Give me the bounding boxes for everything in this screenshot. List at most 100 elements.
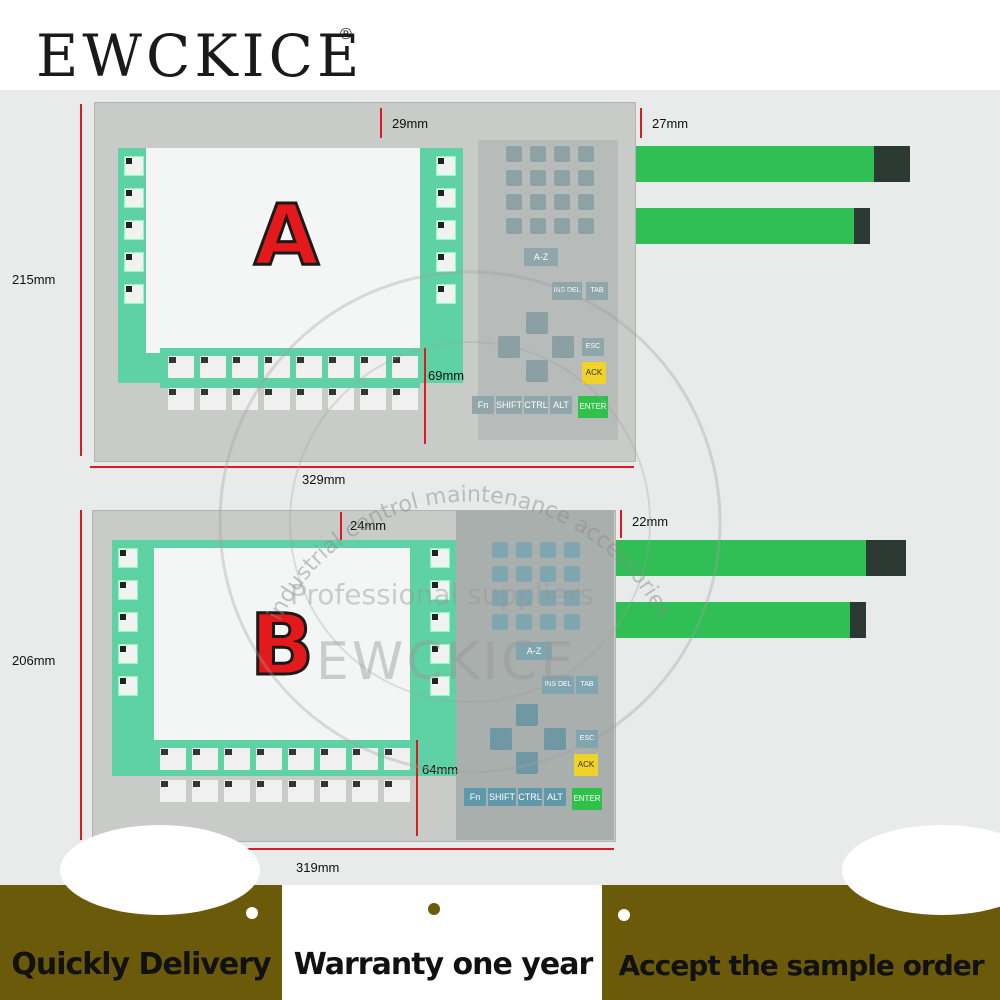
num-key[interactable] bbox=[564, 590, 580, 606]
num-key[interactable] bbox=[578, 170, 594, 186]
side-key[interactable] bbox=[430, 612, 450, 632]
function-key[interactable] bbox=[160, 748, 186, 770]
function-key[interactable] bbox=[296, 388, 322, 410]
side-key[interactable] bbox=[118, 612, 138, 632]
shift-key[interactable]: SHIFT bbox=[496, 396, 522, 414]
num-key[interactable] bbox=[506, 146, 522, 162]
num-key[interactable] bbox=[564, 566, 580, 582]
function-key[interactable] bbox=[232, 388, 258, 410]
side-key[interactable] bbox=[436, 188, 456, 208]
side-key[interactable] bbox=[124, 252, 144, 272]
ins-del-key[interactable]: INS DEL bbox=[552, 282, 582, 300]
arrow-up-key[interactable] bbox=[516, 704, 538, 726]
function-key[interactable] bbox=[168, 388, 194, 410]
function-key[interactable] bbox=[200, 356, 226, 378]
num-key[interactable] bbox=[578, 218, 594, 234]
function-key[interactable] bbox=[256, 748, 282, 770]
arrow-right-key[interactable] bbox=[544, 728, 566, 750]
function-key[interactable] bbox=[384, 780, 410, 802]
num-key[interactable] bbox=[578, 146, 594, 162]
shift-key[interactable]: SHIFT bbox=[488, 788, 516, 806]
function-key[interactable] bbox=[352, 748, 378, 770]
num-key[interactable] bbox=[564, 542, 580, 558]
function-key[interactable] bbox=[320, 748, 346, 770]
function-key[interactable] bbox=[328, 388, 354, 410]
side-key[interactable] bbox=[118, 676, 138, 696]
side-key[interactable] bbox=[124, 284, 144, 304]
side-key[interactable] bbox=[118, 580, 138, 600]
ack-key[interactable]: ACK bbox=[582, 362, 606, 384]
side-key[interactable] bbox=[430, 548, 450, 568]
function-key[interactable] bbox=[160, 780, 186, 802]
arrow-right-key[interactable] bbox=[552, 336, 574, 358]
num-key[interactable] bbox=[516, 590, 532, 606]
side-key[interactable] bbox=[118, 644, 138, 664]
arrow-down-key[interactable] bbox=[516, 752, 538, 774]
function-key[interactable] bbox=[288, 780, 314, 802]
side-key[interactable] bbox=[430, 644, 450, 664]
function-key[interactable] bbox=[392, 356, 418, 378]
alt-key[interactable]: ALT bbox=[544, 788, 566, 806]
num-key[interactable] bbox=[492, 566, 508, 582]
num-key[interactable] bbox=[530, 194, 546, 210]
num-key[interactable] bbox=[530, 146, 546, 162]
ins-del-key[interactable]: INS DEL bbox=[542, 676, 574, 694]
function-key[interactable] bbox=[264, 388, 290, 410]
arrow-left-key[interactable] bbox=[498, 336, 520, 358]
num-key[interactable] bbox=[540, 590, 556, 606]
num-key[interactable] bbox=[516, 542, 532, 558]
function-key[interactable] bbox=[168, 356, 194, 378]
function-key[interactable] bbox=[192, 748, 218, 770]
function-key[interactable] bbox=[264, 356, 290, 378]
enter-key[interactable]: ENTER bbox=[578, 396, 608, 418]
ack-key[interactable]: ACK bbox=[574, 754, 598, 776]
esc-key[interactable]: ESC bbox=[582, 338, 604, 356]
num-key[interactable] bbox=[540, 542, 556, 558]
function-key[interactable] bbox=[328, 356, 354, 378]
num-key[interactable] bbox=[492, 614, 508, 630]
side-key[interactable] bbox=[436, 284, 456, 304]
function-key[interactable] bbox=[360, 388, 386, 410]
esc-key[interactable]: ESC bbox=[576, 730, 598, 748]
side-key[interactable] bbox=[430, 580, 450, 600]
function-key[interactable] bbox=[352, 780, 378, 802]
num-key[interactable] bbox=[506, 218, 522, 234]
tab-key[interactable]: TAB bbox=[586, 282, 608, 300]
function-key[interactable] bbox=[320, 780, 346, 802]
side-key[interactable] bbox=[124, 220, 144, 240]
side-key[interactable] bbox=[436, 156, 456, 176]
num-key[interactable] bbox=[554, 218, 570, 234]
side-key[interactable] bbox=[436, 252, 456, 272]
side-key[interactable] bbox=[118, 548, 138, 568]
side-key[interactable] bbox=[124, 156, 144, 176]
fn-key[interactable]: Fn bbox=[464, 788, 486, 806]
num-key[interactable] bbox=[554, 146, 570, 162]
function-key[interactable] bbox=[360, 356, 386, 378]
function-key[interactable] bbox=[392, 388, 418, 410]
num-key[interactable] bbox=[540, 614, 556, 630]
num-key[interactable] bbox=[516, 566, 532, 582]
side-key[interactable] bbox=[436, 220, 456, 240]
function-key[interactable] bbox=[256, 780, 282, 802]
num-key[interactable] bbox=[506, 170, 522, 186]
ctrl-key[interactable]: CTRL bbox=[518, 788, 542, 806]
function-key[interactable] bbox=[232, 356, 258, 378]
function-key[interactable] bbox=[384, 748, 410, 770]
num-key[interactable] bbox=[540, 566, 556, 582]
fn-key[interactable]: Fn bbox=[472, 396, 494, 414]
alt-key[interactable]: ALT bbox=[550, 396, 572, 414]
num-key[interactable] bbox=[492, 542, 508, 558]
function-key[interactable] bbox=[224, 780, 250, 802]
num-key[interactable] bbox=[554, 194, 570, 210]
enter-key[interactable]: ENTER bbox=[572, 788, 602, 810]
arrow-left-key[interactable] bbox=[490, 728, 512, 750]
num-key[interactable] bbox=[554, 170, 570, 186]
az-key[interactable]: A-Z bbox=[516, 642, 552, 660]
tab-key[interactable]: TAB bbox=[576, 676, 598, 694]
arrow-up-key[interactable] bbox=[526, 312, 548, 334]
num-key[interactable] bbox=[516, 614, 532, 630]
function-key[interactable] bbox=[192, 780, 218, 802]
num-key[interactable] bbox=[530, 170, 546, 186]
num-key[interactable] bbox=[578, 194, 594, 210]
side-key[interactable] bbox=[124, 188, 144, 208]
